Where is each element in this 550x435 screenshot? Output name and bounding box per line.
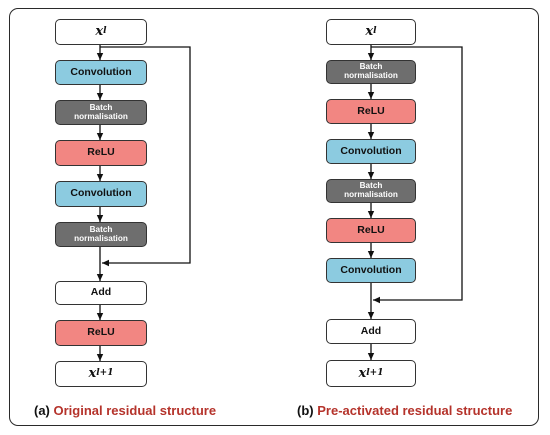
right-caption-tag: (b) [297,403,314,418]
right-relu-label-1: ReLU [357,104,385,117]
right-convolution-block-1: Convolution [326,139,416,164]
right-output-symbol: x [358,365,367,381]
left-convolution-label-1: Convolution [70,65,132,78]
right-input-symbol: x [365,24,374,40]
left-relu-label-1: ReLU [87,146,115,159]
left-batchnorm-block-1: Batch normalisation [55,100,147,125]
left-add-node: Add [55,281,147,305]
left-output-symbol: x [88,366,97,382]
right-flow-arrows [367,45,463,360]
right-relu-block-1: ReLU [326,99,416,124]
left-add-label: Add [90,286,112,299]
diagram-frame [9,8,539,426]
right-input-subscript: l [373,26,377,37]
right-caption-title: Pre-activated residual structure [317,403,513,418]
left-relu-block-1: ReLU [55,140,147,166]
right-relu-block-2: ReLU [326,218,416,243]
right-batchnorm-block-2: Batch normalisation [326,179,416,203]
left-batchnorm-label-2: Batch normalisation [74,224,128,243]
right-add-node: Add [326,319,416,344]
right-batchnorm-label-2: Batch normalisation [344,181,398,199]
left-convolution-block-1: Convolution [55,60,147,85]
left-relu-block-2: ReLU [55,320,147,346]
left-batchnorm-label-1: Batch normalisation [74,102,128,121]
left-skip-connection [100,46,191,267]
left-input-symbol: x [95,24,104,40]
right-add-label: Add [360,324,382,337]
left-output-subscript: l+1 [96,368,114,379]
right-relu-label-2: ReLU [357,223,385,236]
left-input-subscript: l [103,26,107,37]
right-convolution-label-2: Convolution [340,263,402,276]
left-convolution-block-2: Convolution [55,181,147,207]
left-convolution-label-2: Convolution [70,187,132,200]
right-batchnorm-label-1: Batch normalisation [344,62,398,80]
left-flow-arrows [96,45,191,361]
right-convolution-label-1: Convolution [340,144,402,157]
right-caption: (b) Pre-activated residual structure [297,403,512,418]
right-skip-connection [371,46,463,304]
right-batchnorm-block-1: Batch normalisation [326,60,416,84]
right-convolution-block-2: Convolution [326,258,416,283]
right-output-subscript: l+1 [366,367,384,378]
left-relu-label-2: ReLU [87,326,115,339]
left-caption: (a) Original residual structure [34,403,216,418]
left-caption-title: Original residual structure [53,403,217,418]
left-caption-tag: (a) [34,403,50,418]
left-batchnorm-block-2: Batch normalisation [55,222,147,247]
